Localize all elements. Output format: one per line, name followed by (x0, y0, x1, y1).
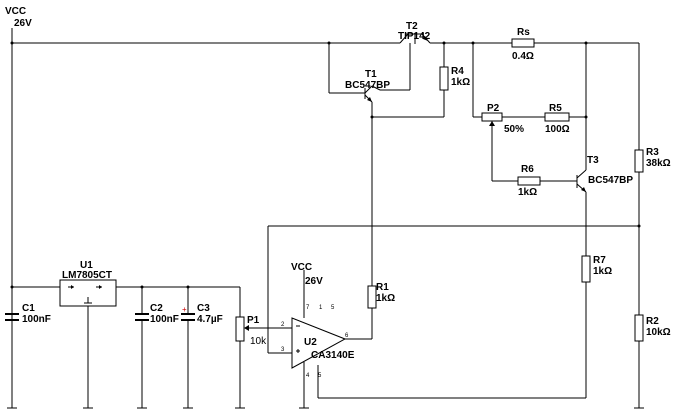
resistor-r5 (544, 112, 570, 122)
resistor-r2 (634, 314, 644, 342)
transistor-t3 (576, 162, 587, 193)
opamp-pin-2: 2 (281, 322, 285, 328)
t2-part: TIP142 (398, 31, 431, 42)
u2-part: CA3140E (311, 350, 355, 361)
vcc-net-label: VCC (5, 6, 26, 17)
r2-value: 10kΩ (646, 327, 671, 338)
opamp-pin-1: 1 (319, 305, 323, 311)
opamp-pin-3: 3 (281, 347, 285, 353)
c3-ref: C3 (197, 303, 210, 314)
c2-value: 100nF (150, 314, 179, 325)
opamp-pin-4: 4 (306, 373, 310, 379)
resistor-r4 (439, 66, 449, 91)
transistor-t1 (364, 85, 381, 103)
wires (11, 28, 640, 408)
t2-ref: T2 (406, 21, 418, 32)
potentiometer-p1 (235, 316, 249, 342)
rs-value: 0.4Ω (512, 51, 534, 62)
labels: VCC 26V VCC 26V T2 TIP142 T1 BC547BP T3 … (5, 6, 671, 361)
p1-value: 10k (250, 336, 267, 347)
r2-ref: R2 (646, 316, 659, 327)
r4-value: 1kΩ (451, 77, 470, 88)
regulator-u1 (59, 279, 117, 307)
capacitor-c2 (135, 313, 149, 321)
u1-ref: U1 (80, 260, 93, 271)
p2-ref: P2 (487, 103, 500, 114)
resistor-r6 (517, 176, 541, 186)
resistor-r3 (634, 149, 644, 173)
opamp-pin-6: 6 (345, 333, 349, 339)
c2-ref: C2 (150, 303, 163, 314)
potentiometer-p2 (481, 112, 503, 126)
vcc-voltage-label: 26V (14, 18, 32, 29)
r3-ref: R3 (646, 147, 659, 158)
c1-value: 100nF (22, 314, 51, 325)
r3-value: 38kΩ (646, 158, 671, 169)
transistor-t2 (399, 33, 431, 44)
r7-value: 1kΩ (593, 266, 612, 277)
polarity-plus-icon: + (182, 305, 187, 314)
opamp-pin-7: 7 (306, 305, 310, 311)
p1-ref: P1 (247, 315, 260, 326)
vcc2-net-label: VCC (291, 262, 312, 273)
r7-ref: R7 (593, 255, 606, 266)
capacitor-c3: + (181, 305, 195, 321)
t3-part: BC547BP (588, 175, 633, 186)
r1-value: 1kΩ (376, 293, 395, 304)
resistor-rs (511, 38, 535, 48)
r5-value: 100Ω (545, 124, 570, 135)
r6-ref: R6 (521, 164, 534, 175)
u2-ref: U2 (304, 337, 317, 348)
opamp-u2: 2 3 7 1 5 6 4 5 (281, 305, 349, 379)
resistor-r7 (581, 255, 591, 283)
c3-value: 4.7µF (197, 314, 223, 325)
p2-value: 50% (504, 124, 524, 135)
junctions (10, 41, 641, 289)
t1-part: BC547BP (345, 80, 390, 91)
opamp-pin-5: 5 (318, 373, 322, 379)
t3-ref: T3 (587, 155, 599, 166)
rs-ref: Rs (517, 27, 530, 38)
capacitor-c1 (5, 313, 19, 408)
resistor-r1 (367, 285, 377, 309)
opamp-pin-5-top: 5 (331, 305, 335, 311)
r4-ref: R4 (451, 66, 464, 77)
r6-value: 1kΩ (518, 187, 537, 198)
u1-part: LM7805CT (62, 270, 112, 281)
t1-ref: T1 (365, 69, 377, 80)
r5-ref: R5 (549, 103, 562, 114)
c1-ref: C1 (22, 303, 35, 314)
r1-ref: R1 (376, 282, 389, 293)
vcc2-voltage-label: 26V (305, 276, 323, 287)
